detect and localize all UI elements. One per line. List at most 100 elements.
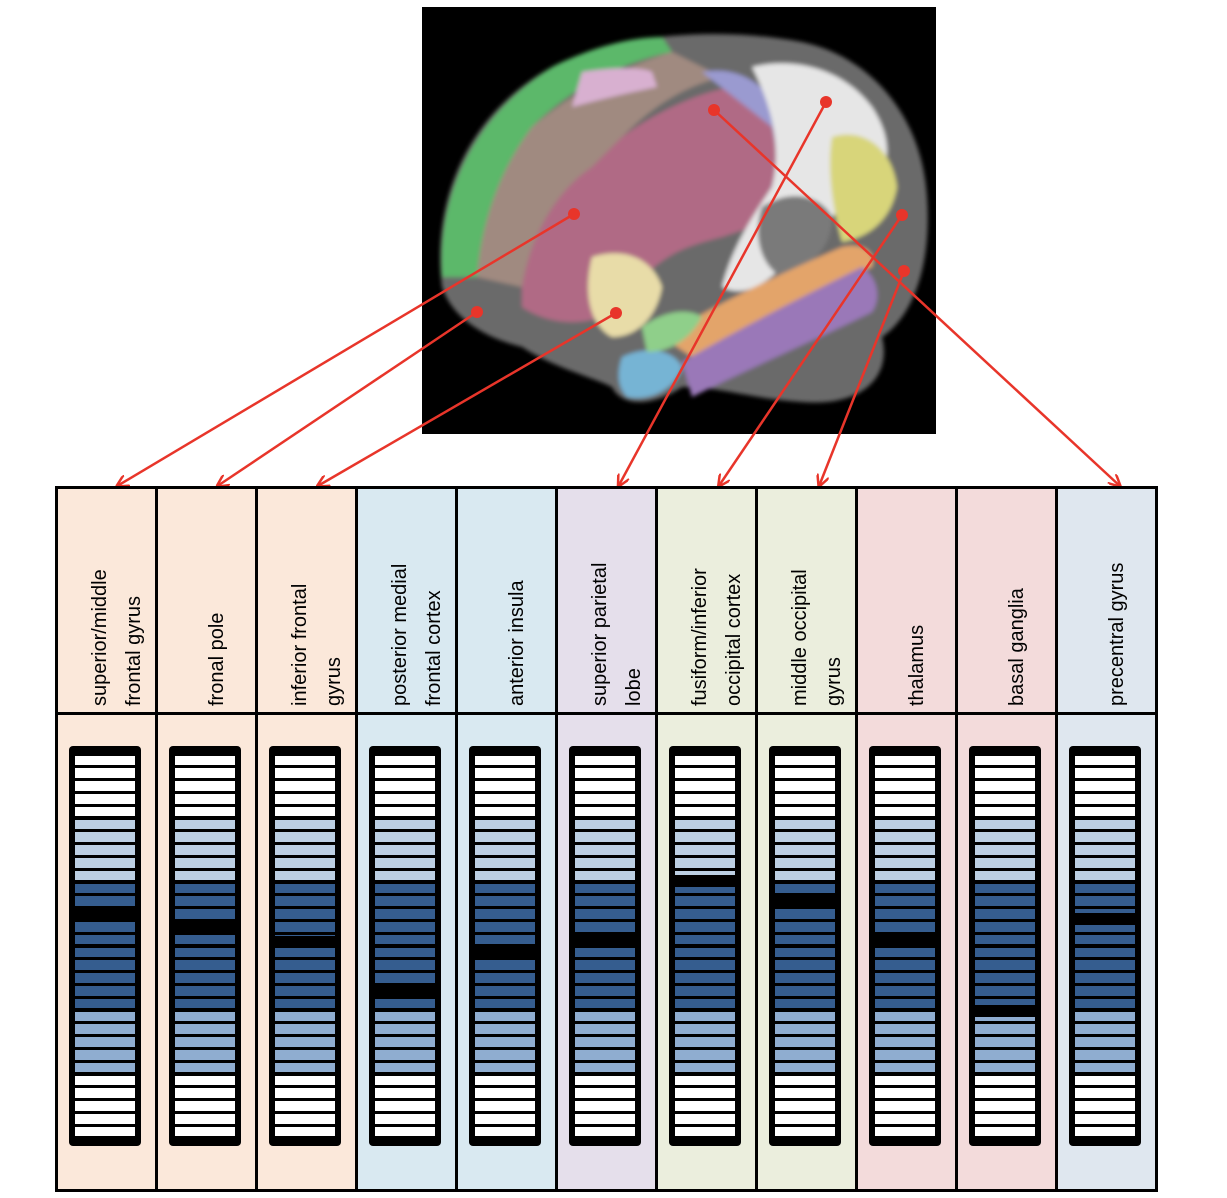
- gauge-segment-white-top: [875, 781, 935, 791]
- gauge-segment-dark-blue: [175, 883, 235, 894]
- gauge-segment-white-top: [775, 781, 835, 791]
- gauge-segment-white-bottom: [275, 1075, 335, 1086]
- activation-gauge: [369, 746, 441, 1146]
- gauge-segment-mid-blue: [875, 1037, 935, 1047]
- gauge-segment-light-blue: [175, 819, 235, 830]
- gauge-segment-dark-blue: [175, 998, 235, 1009]
- gauge-segment-white-top: [475, 794, 535, 804]
- gauge-segment-dark-blue: [575, 960, 635, 970]
- activation-gauge: [869, 746, 941, 1146]
- region-label-line: occipital cortex: [722, 573, 745, 706]
- gauge-segment-mid-blue: [75, 1024, 135, 1034]
- gauge-segment-white-top: [875, 806, 935, 817]
- gauge-segment-white-bottom: [175, 1101, 235, 1111]
- gauge-segment-light-blue: [175, 832, 235, 842]
- gauge-segment-white-bottom: [575, 1088, 635, 1098]
- gauge-segment-white-top: [575, 781, 635, 791]
- gauge-segment-light-blue: [175, 858, 235, 868]
- gauge-segment-mid-blue: [275, 1037, 335, 1047]
- gauge-segment-dark-blue: [1075, 922, 1135, 932]
- gauge-segment-dark-blue: [75, 973, 135, 983]
- gauge-segment-white-bottom: [175, 1126, 235, 1137]
- region-header: anterior insula: [458, 489, 555, 715]
- gauge-segment-dark-blue: [75, 934, 135, 945]
- gauge-segment-light-blue: [75, 832, 135, 842]
- gauge-segment-white-bottom: [275, 1126, 335, 1137]
- gauge-marker: [575, 932, 635, 945]
- region-label-wrap: precentral gyrus: [1069, 496, 1165, 706]
- gauge-segment-dark-blue: [1075, 947, 1135, 958]
- gauge-segment-dark-blue: [775, 998, 835, 1009]
- gauge-segment-light-blue: [775, 832, 835, 842]
- gauge-segment-dark-blue: [675, 934, 735, 945]
- gauge-segment-white-bottom: [575, 1114, 635, 1124]
- gauge-segment-light-blue: [75, 819, 135, 830]
- gauge-segment-white-top: [275, 768, 335, 778]
- gauge-segment-dark-blue: [475, 998, 535, 1009]
- gauge-segment-white-bottom: [975, 1114, 1035, 1124]
- gauge-segment-light-blue: [975, 832, 1035, 842]
- gauge-segment-mid-blue: [1075, 1062, 1135, 1073]
- gauge-segment-white-top: [275, 755, 335, 766]
- gauge-segment-mid-blue: [775, 1011, 835, 1022]
- gauge-segment-light-blue: [675, 845, 735, 855]
- gauge-segment-white-top: [275, 781, 335, 791]
- gauge-segment-light-blue: [175, 845, 235, 855]
- gauge-segment-dark-blue: [75, 896, 135, 906]
- gauge-segment-mid-blue: [675, 1050, 735, 1060]
- region-label-line: inferior frontal: [288, 583, 311, 706]
- gauge-segment-dark-blue: [275, 883, 335, 894]
- gauge-segment-dark-blue: [275, 986, 335, 996]
- gauge-segment-white-bottom: [175, 1088, 235, 1098]
- gauge-segment-white-bottom: [675, 1088, 735, 1098]
- gauge-segment-light-blue: [1075, 858, 1135, 868]
- gauge-segment-white-bottom: [675, 1114, 735, 1124]
- gauge-segment-dark-blue: [575, 922, 635, 932]
- gauge-segment-light-blue: [575, 832, 635, 842]
- gauge-segment-white-top: [575, 794, 635, 804]
- gauge-segment-light-blue: [75, 870, 135, 881]
- gauge-segment-mid-blue: [375, 1037, 435, 1047]
- gauge-segment-mid-blue: [675, 1062, 735, 1073]
- gauge-segment-white-bottom: [875, 1114, 935, 1124]
- gauge-segment-white-top: [775, 768, 835, 778]
- region-label-line: thalamus: [905, 624, 928, 706]
- region-label-line: posterior medial: [388, 563, 411, 706]
- gauge-segment-mid-blue: [1075, 1037, 1135, 1047]
- activation-gauge: [669, 746, 741, 1146]
- gauge-segment-dark-blue: [275, 922, 335, 932]
- region-header: fronal pole: [158, 489, 255, 715]
- gauge-segment-dark-blue: [75, 986, 135, 996]
- gauge-segment-dark-blue: [875, 896, 935, 906]
- gauge-segment-mid-blue: [375, 1024, 435, 1034]
- gauge-segment-dark-blue: [275, 947, 335, 958]
- gauge-segment-dark-blue: [975, 909, 1035, 919]
- gauge-segment-dark-blue: [575, 909, 635, 919]
- gauge-segment-dark-blue: [675, 883, 735, 894]
- gauge-segment-white-top: [575, 755, 635, 766]
- gauge-segment-mid-blue: [175, 1050, 235, 1060]
- gauge-segment-white-top: [75, 768, 135, 778]
- gauge-segment-light-blue: [675, 858, 735, 868]
- brain-surface: [440, 34, 928, 403]
- gauge-segment-mid-blue: [975, 1062, 1035, 1073]
- region-label-line: gyrus: [822, 657, 845, 706]
- gauge-segment-mid-blue: [175, 1024, 235, 1034]
- gauge-marker: [375, 986, 435, 999]
- gauge-segment-white-top: [75, 781, 135, 791]
- region-label-wrap: basal ganglia: [969, 496, 1065, 706]
- gauge-segment-white-top: [975, 806, 1035, 817]
- gauge-segment-dark-blue: [775, 960, 835, 970]
- region-column: thalamus: [858, 489, 958, 1189]
- gauge-segment-light-blue: [475, 819, 535, 830]
- gauge-segment-mid-blue: [575, 1011, 635, 1022]
- gauge-segment-white-bottom: [775, 1114, 835, 1124]
- gauge-segment-white-bottom: [675, 1075, 735, 1086]
- region-column: precentral gyrus: [1058, 489, 1155, 1189]
- gauge-segment-white-top: [975, 794, 1035, 804]
- gauge-segment-dark-blue: [475, 909, 535, 919]
